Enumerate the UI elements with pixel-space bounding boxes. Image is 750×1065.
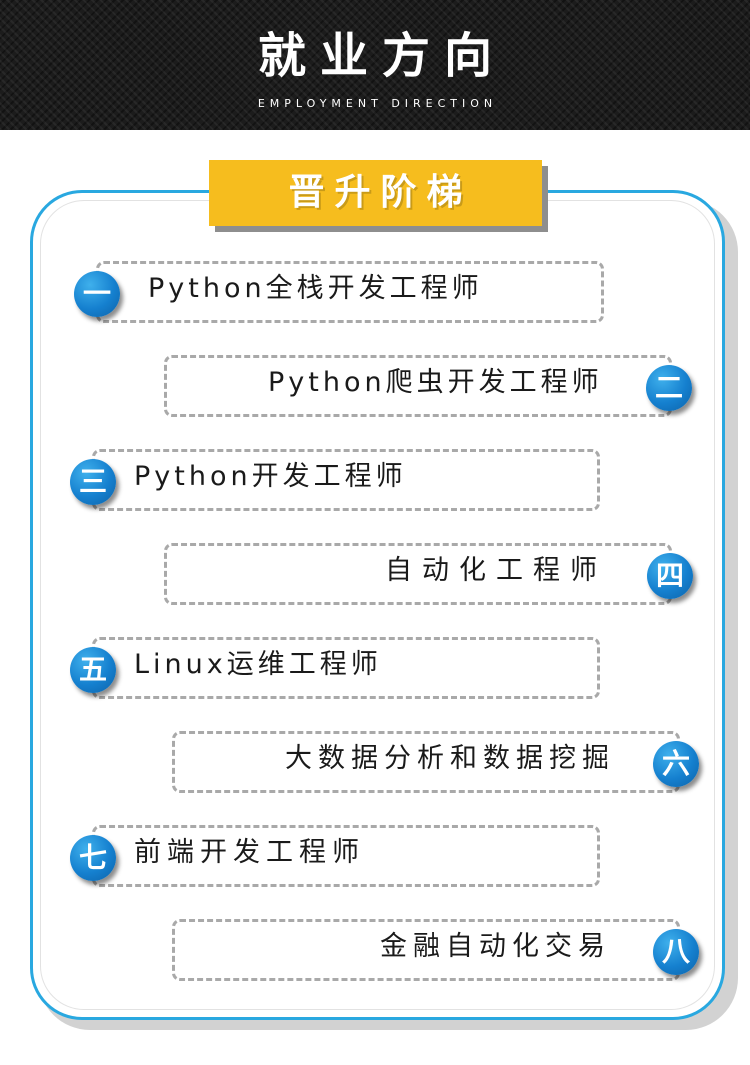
step-number-7: 七 [70,835,116,881]
page-subtitle: EMPLOYMENT DIRECTION [257,97,498,110]
page-title: 就业方向 [257,28,506,84]
step-label-2: Python爬虫开发工程师 [268,367,603,398]
step-label-8: 金融自动化交易 [380,931,611,962]
header-banner: 就业方向 EMPLOYMENT DIRECTION [0,0,750,130]
section-banner: 晋升阶梯 [209,160,542,226]
step-number-5: 五 [70,647,116,693]
career-card [30,190,725,1020]
step-number-2: 二 [646,365,692,411]
step-label-6: 大数据分析和数据挖掘 [285,743,615,774]
section-title: 晋升阶梯 [288,172,473,213]
step-label-4: 自动化工程师 [385,555,607,586]
step-number-1: 一 [74,271,120,317]
step-number-3: 三 [70,459,116,505]
step-number-8: 八 [653,929,699,975]
step-label-3: Python开发工程师 [134,461,407,492]
step-label-7: 前端开发工程师 [134,837,365,868]
step-label-5: Linux运维工程师 [134,649,382,680]
step-number-6: 六 [653,741,699,787]
step-number-4: 四 [647,553,693,599]
step-label-1: Python全栈开发工程师 [148,273,483,304]
